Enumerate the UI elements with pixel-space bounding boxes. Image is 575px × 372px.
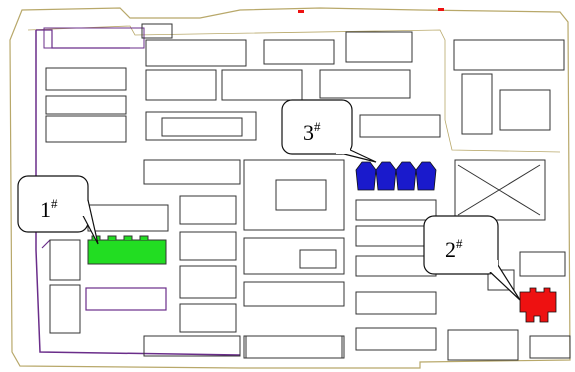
svg-text:2#: 2# — [445, 236, 463, 262]
building-2-red — [519, 287, 557, 323]
purple-row-bottom — [85, 287, 167, 311]
callout-1: 1# — [17, 175, 99, 245]
callout-1-number: 1 — [40, 197, 51, 222]
callout-3-sup: # — [314, 119, 321, 134]
callout-2-sup: # — [456, 236, 463, 251]
buildings-top — [141, 23, 441, 141]
building-3-blue — [355, 161, 437, 191]
callout-3-number: 3 — [303, 120, 314, 145]
site-boundary — [9, 7, 571, 369]
cross-lines — [457, 164, 541, 216]
callout-2-number: 2 — [445, 237, 456, 262]
red-marker-2 — [438, 8, 444, 11]
buildings-left — [45, 67, 169, 334]
svg-text:1#: 1# — [40, 196, 58, 222]
purple-block — [43, 27, 145, 49]
callout-3: 3# — [281, 99, 377, 163]
callout-2: 2# — [423, 215, 521, 301]
callout-1-sup: # — [51, 196, 58, 211]
purple-boundary-left — [35, 30, 241, 356]
buildings-center — [143, 159, 345, 359]
buildings-right — [245, 39, 571, 361]
red-marker — [298, 10, 304, 13]
building-1-green — [87, 235, 167, 265]
svg-text:3#: 3# — [303, 119, 321, 145]
